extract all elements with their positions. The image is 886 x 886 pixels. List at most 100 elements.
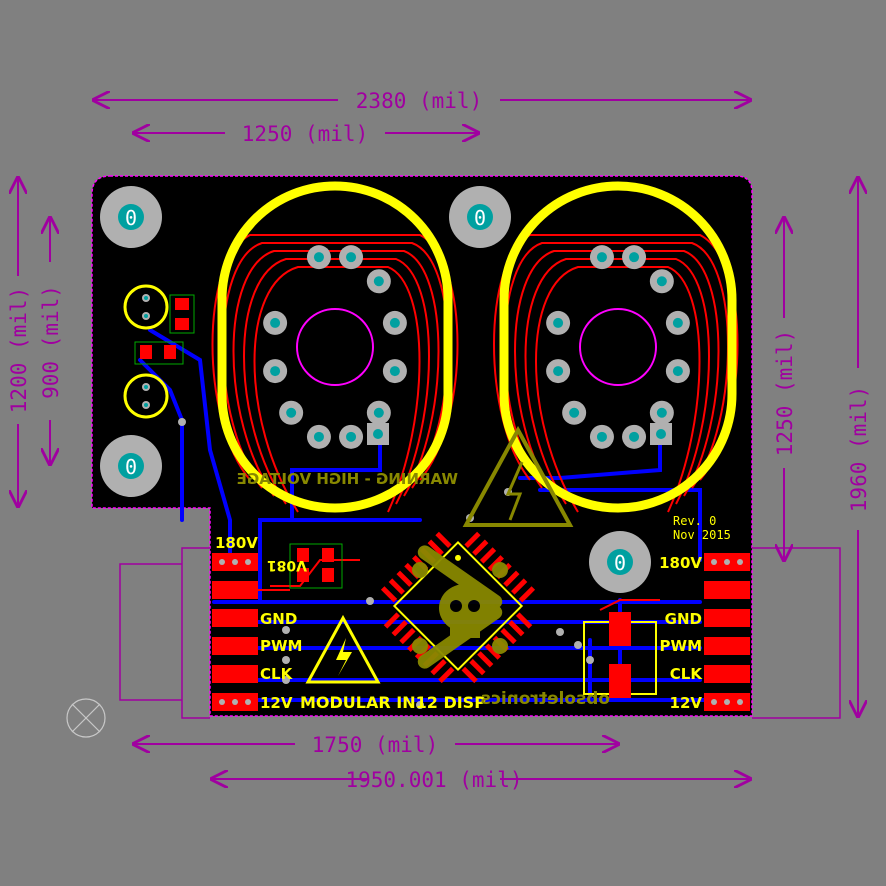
tube-pin-drill xyxy=(313,431,324,442)
tube-pin-drill xyxy=(346,431,357,442)
chip-pad xyxy=(435,531,452,549)
chip-pad xyxy=(391,620,408,637)
connector-label: GND xyxy=(665,610,702,628)
smd-components xyxy=(123,284,657,698)
connector-pad-via xyxy=(711,699,717,705)
connector-pad xyxy=(704,609,750,627)
dimension-bottom-outer: 1950.001 (mil) xyxy=(345,768,522,792)
mount-hole-label: 0 xyxy=(474,206,486,230)
connector-label: 180V xyxy=(215,534,258,552)
keepout-outlines xyxy=(119,547,841,719)
chip-pad xyxy=(383,612,401,629)
chip-pad xyxy=(500,627,517,645)
tube-pin-drill xyxy=(346,252,357,263)
connector-pad xyxy=(212,581,258,599)
connector-label: CLK xyxy=(260,665,294,683)
dimension-right-inner: 1250 (mil) xyxy=(773,330,797,456)
connector-pad-via xyxy=(219,699,225,705)
chip-pad xyxy=(518,586,536,603)
connector-pad-via xyxy=(737,699,743,705)
via xyxy=(282,656,290,664)
mount-hole: 0 xyxy=(449,186,511,248)
chip-pad xyxy=(399,627,416,645)
tube-pin-drill xyxy=(672,366,683,377)
tube-pin-drill xyxy=(656,407,667,418)
via xyxy=(178,418,186,426)
chip-pad xyxy=(472,539,489,556)
mount-hole-label: 0 xyxy=(125,455,137,479)
dimension-top-total: 2380 (mil) xyxy=(356,89,482,113)
tube-pin-drill xyxy=(596,431,607,442)
chip-pad xyxy=(438,666,455,684)
mirrored-warning-triangle xyxy=(462,425,574,527)
chip-pad xyxy=(508,620,525,637)
chip-pad xyxy=(461,666,478,684)
revision-label: Rev. 0 xyxy=(673,514,716,528)
tube-pin-drill xyxy=(270,317,281,328)
tube-pin-drill xyxy=(553,366,564,377)
tube-pin-drill xyxy=(373,407,384,418)
dimension-right-outer: 1960 (mil) xyxy=(847,386,871,512)
chip-pad xyxy=(515,612,533,629)
tube-pin-drill xyxy=(596,252,607,263)
connector-label: 180V xyxy=(659,554,702,572)
tube-pins xyxy=(263,245,690,449)
tube-right xyxy=(499,181,737,513)
mount-hole: 0 xyxy=(589,531,651,593)
connector-pad-via xyxy=(232,699,238,705)
connector-pad xyxy=(212,609,258,627)
connector-pad-via xyxy=(245,699,251,705)
via xyxy=(556,628,564,636)
connector-pad xyxy=(704,581,750,599)
chip-pad xyxy=(479,547,497,564)
connector-label: CLK xyxy=(670,665,704,683)
connector-pad-via xyxy=(245,559,251,565)
right-connector: 180V GND PWM CLK 12V xyxy=(659,553,750,712)
mount-hole: 0 xyxy=(100,186,162,248)
tube-pin-drill xyxy=(569,407,580,418)
tube-pin-drill xyxy=(629,252,640,263)
connector-label: PWM xyxy=(260,637,302,655)
chip-pad xyxy=(396,570,413,587)
origin-crosshair-icon xyxy=(66,698,106,738)
connector-pad-via xyxy=(232,559,238,565)
tube-left xyxy=(217,181,453,513)
tube-pin-drill xyxy=(656,429,666,439)
tube-pin-drill xyxy=(656,276,667,287)
tube-pin-drill xyxy=(389,317,400,328)
connector-pad-via xyxy=(724,559,730,565)
tube-pin-drill xyxy=(553,317,564,328)
top-layer-traces xyxy=(211,234,739,611)
high-voltage-warning-icon xyxy=(305,614,381,684)
connector-pad xyxy=(704,637,750,655)
connector-pad-via xyxy=(724,699,730,705)
dimension-lines xyxy=(18,100,858,779)
dimension-top-partial: 1250 (mil) xyxy=(242,122,368,146)
tube-pin-drill xyxy=(629,431,640,442)
chip-pad xyxy=(469,659,486,676)
chip-pad xyxy=(430,659,447,676)
chip-pad xyxy=(464,531,481,549)
tube-pin-drill xyxy=(373,276,384,287)
tube-pin-drill xyxy=(286,407,297,418)
regulator-label: V081 xyxy=(267,557,307,573)
connector-pad-via xyxy=(737,559,743,565)
mount-hole-label: 0 xyxy=(125,206,137,230)
connector-pad-via xyxy=(711,559,717,565)
connector-label: GND xyxy=(260,610,297,628)
mirrored-warning-text: WARNING - HIGH VOLTAGE xyxy=(237,470,458,488)
chip-pad xyxy=(477,651,494,668)
chip-pad xyxy=(503,570,520,587)
chip-pad xyxy=(484,643,502,660)
via xyxy=(282,626,290,634)
dimension-labels: 2380 (mil) 1250 (mil) 1200 (mil) 900 (mi… xyxy=(7,89,871,792)
dimension-left-outer: 1200 (mil) xyxy=(7,287,31,413)
connector-label: PWM xyxy=(660,637,702,655)
chip-pad xyxy=(388,578,405,595)
skull-crossbones-icon xyxy=(412,545,508,669)
dimension-bottom-inner: 1750 (mil) xyxy=(312,733,438,757)
connector-pad xyxy=(704,665,750,683)
connector-label: 12V xyxy=(670,694,703,712)
